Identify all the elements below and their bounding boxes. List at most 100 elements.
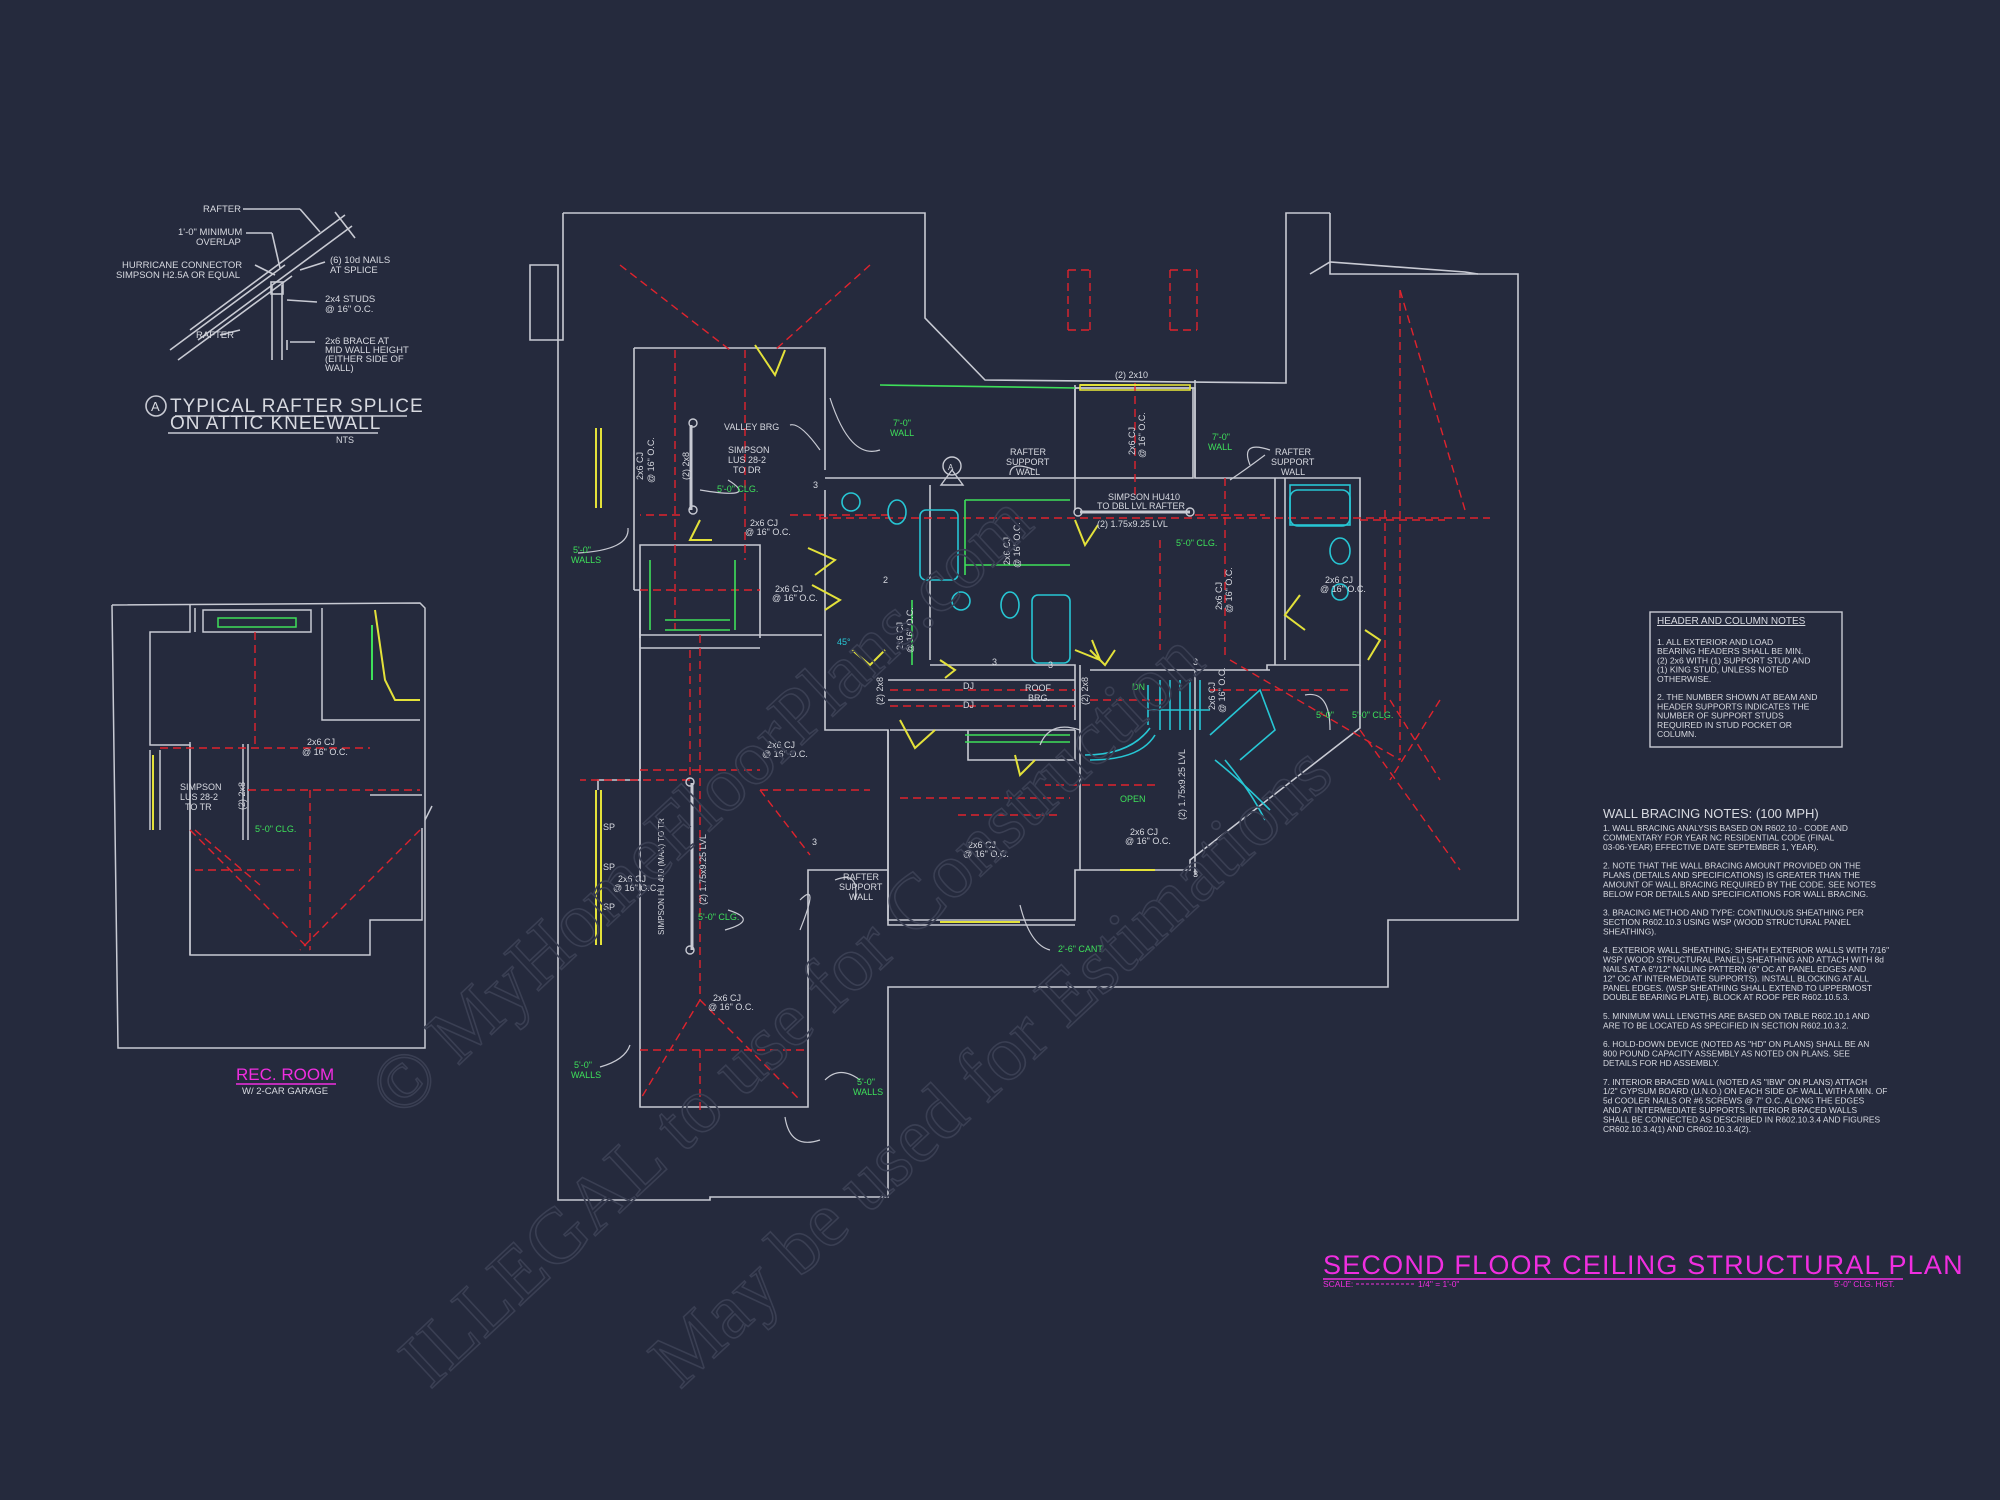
note-line: OTHERWISE.: [1657, 674, 1711, 684]
label-oc-h: @ 16" O.C.: [905, 607, 915, 653]
label-rafter-sup-c3: WALL: [849, 892, 873, 902]
label-simpson-hu-1: SIMPSON HU410: [1108, 492, 1180, 502]
note-line: PANEL EDGES. (WSP SHEATHING SHALL EXTEND…: [1603, 983, 1872, 993]
note-line: CR602.10.3.4(1) AND CR602.10.3.4(2).: [1603, 1124, 1751, 1134]
detail-title-line1: TYPICAL RAFTER SPLICE: [170, 396, 424, 417]
label-num-3a: 3: [813, 480, 818, 490]
note-line: 800 POUND CAPACITY ASSEMBLY AS NOTED ON …: [1603, 1049, 1850, 1059]
label-lvl-a: (2) 1.75x9.25 LVL: [1097, 519, 1168, 529]
bracing-notes-title: WALL BRACING NOTES: (100 MPH): [1603, 806, 1819, 821]
note-line: AND AT INTERMEDIATE SUPPORTS. INTERIOR B…: [1603, 1105, 1857, 1115]
detail-label-connector: HURRICANE CONNECTOR: [122, 260, 242, 271]
note-line: 03-06-YEAR) EFFECTIVE DATE SEPTEMBER 1, …: [1603, 842, 1819, 852]
label-oc-f: @ 16" O.C.: [1224, 567, 1234, 613]
label-wall7-a2: WALL: [890, 428, 914, 438]
note-line: COMMENTARY FOR YEAR NC RESIDENTIAL CODE …: [1603, 832, 1835, 842]
label-cj-k: 2x6 CJ: [1130, 827, 1158, 837]
clg-height: 5'-0" CLG. HGT.: [1834, 1279, 1895, 1289]
scale-label: SCALE:: [1323, 1279, 1353, 1289]
rec-joist: 2x6 CJ: [307, 737, 335, 747]
rec-room-plan: [111, 602, 433, 1049]
label-cj-i: 2x6 CJ: [1207, 682, 1217, 710]
note-line: 12" OC AT INTERMEDIATE SUPPORTS). INSTAL…: [1603, 973, 1869, 983]
note-line: (1) KING STUD, UNLESS NOTED: [1657, 665, 1788, 675]
detail-label-brace: 2x6 BRACE AT: [325, 336, 389, 347]
label-cj-m: 2x6 CJ: [618, 874, 646, 884]
note-line: 4. EXTERIOR WALL SHEATHING: SHEATH EXTER…: [1603, 945, 1889, 955]
rec-hanger-2: LUS 28-2: [180, 792, 218, 802]
label-oc-c: @ 16" O.C.: [772, 593, 818, 603]
rec-hanger-3: TO TR: [185, 802, 212, 812]
label-oc-j: @ 16" O.C.: [762, 749, 808, 759]
main-plan-outline: [529, 212, 1519, 1201]
label-cj-b: 2x6 CJ: [635, 452, 645, 480]
label-oc-n: @ 16" O.C.: [708, 1002, 754, 1012]
scale-value: 1/4" = 1'-0": [1418, 1279, 1459, 1289]
label-dj-2: DJ: [963, 700, 974, 710]
header-notes-box: HEADER AND COLUMN NOTES 1. ALL EXTERIOR …: [1649, 611, 1843, 748]
label-simpson-2: LUS 28-2: [728, 455, 766, 465]
note-line: NAILS AT A 6"/12" NAILING PATTERN (6" OC…: [1603, 964, 1866, 974]
label-oc-k: @ 16" O.C.: [1125, 836, 1171, 846]
label-simpson-3: TO DR: [733, 465, 761, 475]
label-45: 45°: [837, 637, 851, 647]
label-lvl-b: (2) 1.75x9.25 LVL: [1177, 749, 1187, 820]
detail-label-rafter-low: RAFTER: [196, 330, 234, 341]
label-walls5-b2: 5'-0" CLG.: [1352, 710, 1393, 720]
toilet-icon-3: [1329, 537, 1351, 565]
label-cj-a: 2x6 CJ: [750, 518, 778, 528]
rec-room-title: REC. ROOM: [236, 1065, 334, 1084]
label-oc-g: @ 16" O.C.: [1320, 584, 1366, 594]
bath-fixtures: [841, 489, 1351, 821]
label-oc-i: @ 16" O.C.: [1217, 667, 1227, 713]
rafter-splice-detail-text: RAFTER 1'-0" MINIMUM OVERLAP HURRICANE C…: [116, 204, 424, 445]
note-line: 1/2" GYPSUM BOARD (U.N.O.) ON EACH SIDE …: [1603, 1086, 1887, 1096]
label-dj-1: DJ: [963, 681, 974, 691]
label-walls5-a2: WALLS: [571, 555, 601, 565]
toilet-icon-2: [1000, 591, 1020, 619]
label-lvl-c: (2) 1.75x9.25 LVL: [698, 834, 708, 905]
label-walls5-a1: 5'-0": [573, 545, 591, 555]
label-walls5-c2: WALLS: [571, 1070, 601, 1080]
label-cj-c: 2x6 CJ: [775, 584, 803, 594]
label-roof-brg-2: BRG.: [1028, 693, 1050, 703]
detail-label-brace3: (EITHER SIDE OF: [325, 354, 404, 365]
note-line: 7. INTERIOR BRACED WALL (NOTED AS "IBW" …: [1603, 1077, 1867, 1087]
label-rafter-sup-a3: WALL: [1016, 467, 1040, 477]
label-clg-b: 5'-0" CLG.: [1176, 538, 1217, 548]
green-members: [649, 384, 1076, 743]
rec-room-framing: [160, 632, 421, 951]
label-wall7-b1: 7'-0": [1212, 432, 1230, 442]
label-oc-a: @ 16" O.C.: [745, 527, 791, 537]
rec-clg: 5'-0" CLG.: [255, 824, 296, 834]
label-walls5-d1: 5'-0": [857, 1077, 875, 1087]
detail-label-overlap: 1'-0" MINIMUM: [178, 227, 242, 238]
label-roof-brg-1: ROOF: [1025, 683, 1052, 693]
detail-label-rafter: RAFTER: [203, 204, 241, 215]
label-beam-2x8-c: (2) 2x8: [1080, 677, 1090, 705]
note-line: 1. WALL BRACING ANALYSIS BASED ON R602.1…: [1603, 823, 1848, 833]
section-marker-icon: [942, 456, 962, 476]
note-line: 5d COOLER NAILS OR #6 SCREWS @ 7" O.C. A…: [1603, 1096, 1865, 1106]
label-beam-a: (2) 2x8: [681, 452, 691, 480]
detail-label-studs: 2x4 STUDS: [325, 294, 375, 305]
sink-icon: [841, 492, 861, 512]
title-block: SECOND FLOOR CEILING STRUCTURAL PLAN SCA…: [1323, 1250, 1963, 1289]
detail-label-overlap2: OVERLAP: [196, 237, 241, 248]
rec-room-text: 2x6 CJ @ 16" O.C. SIMPSON LUS 28-2 TO TR…: [180, 737, 348, 1097]
note-line: BELOW FOR DETAILS AND SPECIFICATIONS FOR…: [1603, 889, 1868, 899]
note-line: HEADER SUPPORTS INDICATES THE: [1657, 701, 1810, 711]
note-line: NUMBER OF SUPPORT STUDS: [1657, 711, 1784, 721]
note-line: COLUMN.: [1657, 729, 1697, 739]
label-cant: 2'-6" CANT.: [1058, 944, 1104, 954]
note-line: 6. HOLD-DOWN DEVICE (NOTED AS "HD" ON PL…: [1603, 1039, 1869, 1049]
label-oc-e: @ 16" O.C.: [1012, 522, 1022, 568]
main-plan-framing: [580, 264, 1490, 1110]
plan-text: VALLEY BRG SIMPSON LUS 28-2 TO DR 5'-0" …: [571, 370, 1393, 1097]
rec-hanger-1: SIMPSON: [180, 782, 222, 792]
toilet-icon: [887, 499, 907, 525]
detail-label-nails2: AT SPLICE: [330, 265, 378, 276]
label-beam-2x10: (2) 2x10: [1115, 370, 1148, 380]
rec-joist-spacing: @ 16" O.C.: [302, 747, 348, 757]
